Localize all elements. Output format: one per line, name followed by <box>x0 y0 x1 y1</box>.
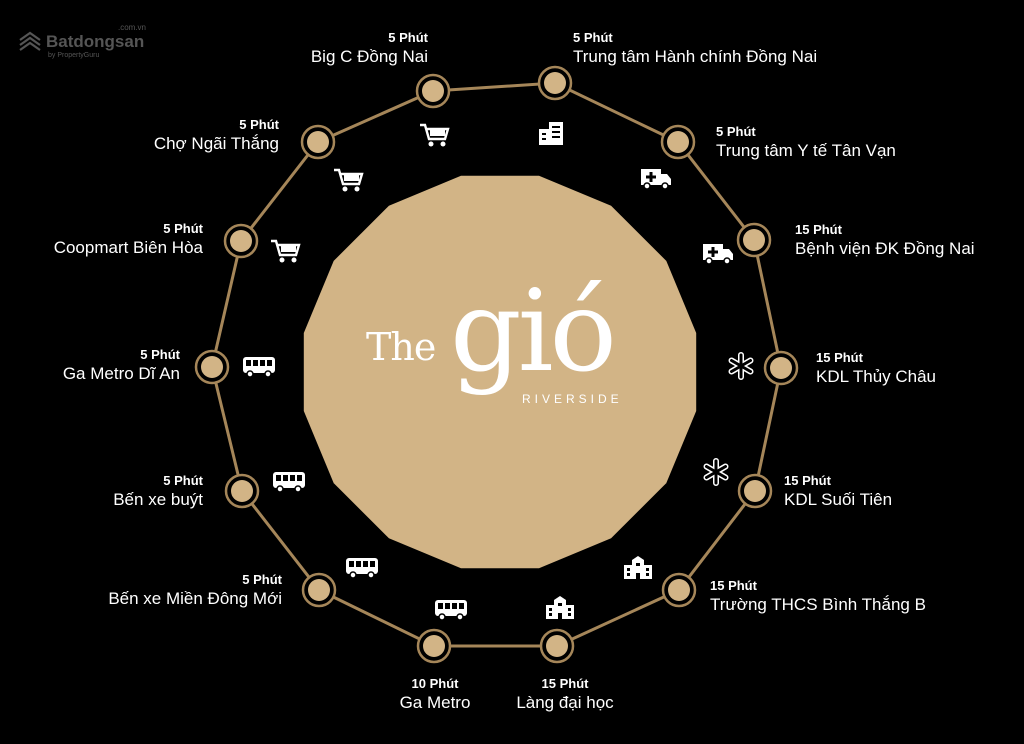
ring-node <box>660 124 696 160</box>
travel-time: 5 Phút <box>140 347 180 362</box>
cart-icon <box>418 121 452 149</box>
ring-node <box>194 349 230 385</box>
location-name: Trường THCS Bình Thắng B <box>710 595 926 614</box>
asterisk-icon <box>699 458 733 486</box>
travel-time: 5 Phút <box>716 124 756 139</box>
travel-time: 15 Phút <box>710 578 757 593</box>
watermark-brand: Batdongsan <box>46 32 145 51</box>
location-name: Ga Metro <box>399 693 471 712</box>
location-label: 10 Phút Ga Metro <box>400 676 471 713</box>
office-building-icon <box>534 119 568 147</box>
asterisk-icon <box>724 352 758 380</box>
ring-node <box>416 628 452 664</box>
travel-time: 5 Phút <box>239 117 279 132</box>
location-name: Coopmart Biên Hòa <box>53 238 203 257</box>
logo-subtitle: RIVERSIDE <box>522 392 623 406</box>
school-icon <box>543 593 577 621</box>
bus-icon <box>272 467 306 495</box>
location-name: Big C Đồng Nai <box>310 47 428 66</box>
location-name: Trung tâm Y tế Tân Vạn <box>716 141 896 160</box>
ring-node <box>300 124 336 160</box>
travel-time: 5 Phút <box>163 221 203 236</box>
ring-node <box>301 572 337 608</box>
watermark-by: by PropertyGuru <box>48 52 100 59</box>
travel-time: 15 Phút <box>541 676 589 691</box>
travel-time: 5 Phút <box>163 473 203 488</box>
ambulance-icon <box>701 238 735 266</box>
ring-node <box>737 473 773 509</box>
ring-node <box>736 222 772 258</box>
watermark-domain: .com.vn <box>118 23 147 32</box>
ring-node <box>661 572 697 608</box>
cart-icon <box>332 166 366 194</box>
travel-time: 15 Phút <box>816 350 863 365</box>
school-icon <box>621 553 655 581</box>
travel-time: 5 Phút <box>573 30 613 45</box>
location-name: Ga Metro Dĩ An <box>62 364 180 383</box>
bus-icon <box>345 553 379 581</box>
location-label: 5 Phút Ga Metro Dĩ An <box>63 347 180 384</box>
ring-node <box>763 350 799 386</box>
travel-time: 5 Phút <box>242 572 282 587</box>
travel-time: 5 Phút <box>388 30 428 45</box>
logo-name: gió <box>450 267 617 397</box>
bus-icon <box>242 352 276 380</box>
ring-node <box>223 223 259 259</box>
watermark-logo-icon <box>19 31 41 51</box>
location-name: Làng đại học <box>516 693 614 712</box>
location-name: Chợ Ngãi Thắng <box>153 134 279 153</box>
travel-time: 15 Phút <box>795 222 842 237</box>
location-name: Bến xe Miền Đông Mới <box>108 589 282 608</box>
location-name: Bệnh viện ĐK Đồng Nai <box>795 239 975 258</box>
the-gio-riverside-logo: The gió RIVERSIDE <box>366 276 646 418</box>
ring-node <box>415 73 451 109</box>
location-name: Bến xe buýt <box>113 490 203 509</box>
ambulance-icon <box>639 163 673 191</box>
ring-node <box>539 628 575 664</box>
ring-node <box>537 65 573 101</box>
travel-time: 10 Phút <box>411 676 459 691</box>
center-polygon <box>303 175 697 569</box>
bus-icon <box>434 595 468 623</box>
ring-node <box>224 473 260 509</box>
batdongsan-watermark: .com.vn Batdongsan by PropertyGuru <box>18 24 158 64</box>
cart-icon <box>269 237 303 265</box>
travel-time: 15 Phút <box>784 473 831 488</box>
location-name: KDL Thủy Châu <box>816 367 937 386</box>
location-name: KDL Suối Tiên <box>784 490 893 509</box>
logo-the: The <box>366 325 436 369</box>
location-name: Trung tâm Hành chính Đồng Nai <box>573 47 818 66</box>
